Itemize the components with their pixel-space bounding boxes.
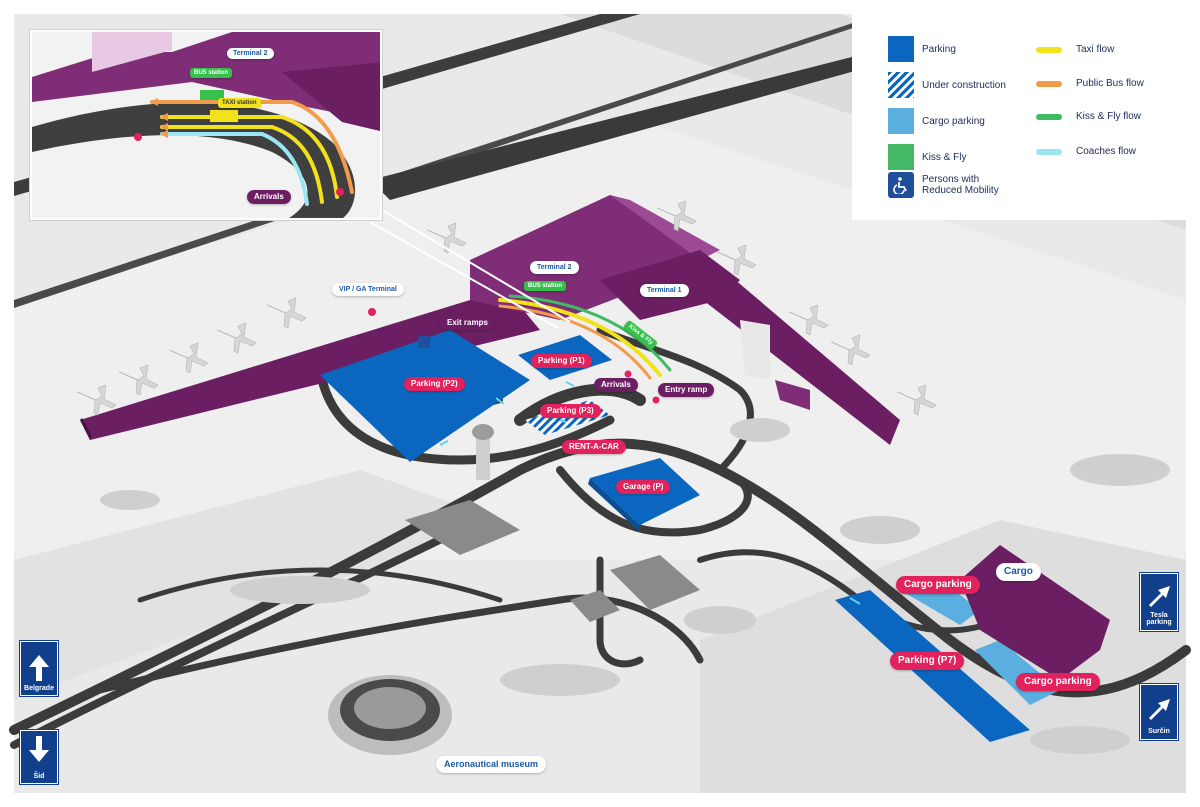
- legend-parking: Parking: [888, 36, 956, 62]
- sid-sign: Šid: [20, 730, 58, 784]
- grey-buildings: [405, 500, 700, 622]
- accessibility-icon: [888, 172, 914, 198]
- legend-taxi-flow: Taxi flow: [1036, 44, 1114, 55]
- legend-under-construction: Under construction: [888, 72, 1008, 98]
- legend-prm: Persons with Reduced Mobility: [888, 172, 1018, 198]
- terminal-1-label: Terminal 1: [640, 284, 689, 297]
- kiss-fly-flow-swatch: [1036, 113, 1062, 120]
- legend-kiss-fly-flow-label: Kiss & Fly flow: [1076, 111, 1142, 122]
- tree-clusters: [100, 418, 1170, 754]
- legend-under-construction-label: Under construction: [922, 79, 1006, 91]
- pier-west: [80, 300, 540, 440]
- inset-leader-2: [381, 209, 571, 323]
- loop-road: [137, 567, 503, 603]
- prm-map-icon: [418, 336, 430, 348]
- belgrade-sign-label: Belgrade: [24, 685, 54, 692]
- parking-swatch: [888, 36, 914, 62]
- exit-ramps-label: Exit ramps: [440, 316, 495, 330]
- curbside-inset: Terminal 2 BUS station TAXI station Arri…: [30, 30, 382, 220]
- parking-p7-label: Parking (P7): [890, 652, 965, 670]
- vip-ga-terminal-label: VIP / GA Terminal: [332, 283, 404, 296]
- inset-map: [32, 32, 380, 218]
- arrow-up-right-icon: [1149, 585, 1170, 607]
- bus-station-label: BUS station: [524, 281, 567, 291]
- under-construction-swatch: [888, 72, 914, 98]
- tesla-parking-sign-label: Tesla parking: [1146, 611, 1172, 627]
- garage-loop: [556, 466, 752, 537]
- inset-leader-1: [369, 221, 559, 329]
- p2-ring: [315, 365, 615, 465]
- inset-terminal-2-label: Terminal 2: [227, 48, 274, 59]
- apron-zone: [14, 120, 1186, 560]
- legend-coaches-flow-label: Coaches flow: [1076, 146, 1137, 157]
- control-tower: [476, 430, 490, 480]
- kiss-fly-swatch: [888, 144, 914, 170]
- terminal-2-label: Terminal 2: [530, 261, 579, 274]
- legend-kiss-fly-label: Kiss & Fly: [922, 151, 967, 163]
- service-road: [596, 556, 644, 668]
- legend-public-bus-flow-label: Public Bus flow: [1076, 78, 1144, 89]
- arrival-curve: [514, 383, 646, 426]
- aeronautical-museum-label: Aeronautical museum: [436, 756, 547, 773]
- legend-parking-label: Parking: [922, 43, 956, 55]
- bus-flow-line: [498, 304, 652, 380]
- tesla-parking-sign: Tesla parking: [1140, 573, 1178, 631]
- legend-prm-label: Persons with Reduced Mobility: [922, 174, 999, 196]
- south-road: [96, 594, 704, 694]
- taxi-flow-swatch: [1036, 46, 1062, 53]
- inset-bus-station-label: BUS station: [190, 68, 233, 78]
- direction-arrows: [439, 381, 861, 605]
- parking-p1-label: Parking (P1): [531, 354, 592, 368]
- arrivals-label: Arrivals: [594, 378, 638, 392]
- entry-ramp-label: Entry ramp: [658, 383, 715, 397]
- entry-road: [596, 326, 754, 474]
- coaches-flow-swatch: [1036, 148, 1062, 155]
- arrow-down-icon: [29, 736, 49, 762]
- legend-panel: Parking Under construction Cargo parking…: [852, 14, 1186, 220]
- legend-public-bus-flow: Public Bus flow: [1036, 78, 1144, 89]
- bus-flow-swatch: [1036, 80, 1062, 87]
- cargo-parking-label-1: Cargo parking: [896, 576, 980, 594]
- taxi-flow-line: [498, 298, 662, 377]
- belgrade-sign: Belgrade: [20, 641, 58, 696]
- legend-taxi-flow-label: Taxi flow: [1076, 44, 1115, 55]
- pier-east: [690, 250, 900, 445]
- inset-arrivals-label: Arrivals: [247, 190, 291, 204]
- control-building: [740, 320, 770, 380]
- cargo-label: Cargo: [996, 563, 1041, 581]
- arrow-up-icon: [29, 655, 49, 681]
- legend-cargo-parking: Cargo parking: [888, 108, 985, 134]
- rent-a-car-label: RENT-A-CAR: [562, 440, 626, 454]
- cargo-parking-swatch: [888, 108, 914, 134]
- parking-p2-label: Parking (P2): [404, 377, 465, 391]
- highway-west: [10, 516, 484, 749]
- aircraft-icons: [76, 200, 937, 416]
- legend-kiss-fly: Kiss & Fly: [888, 144, 966, 170]
- aeronautical-museum-building: [328, 675, 452, 755]
- legend-kiss-fly-flow: Kiss & Fly flow: [1036, 111, 1141, 122]
- cargo-parking-label-2: Cargo parking: [1016, 673, 1100, 691]
- parking-p3-label: Parking (P3): [540, 404, 601, 418]
- surcin-sign: Surčin: [1140, 684, 1178, 740]
- terminal-annex: [775, 380, 810, 410]
- surcin-sign-label: Surčin: [1148, 728, 1170, 735]
- garage-label: Garage (P): [616, 480, 671, 494]
- inset-taxi-station-label: TAXI station: [218, 98, 261, 108]
- arrow-up-right-icon: [1149, 699, 1170, 720]
- legend-coaches-flow: Coaches flow: [1036, 146, 1136, 157]
- parking-p2-lot: [320, 330, 530, 462]
- cargo-building: [960, 545, 1110, 680]
- sid-sign-label: Šid: [33, 773, 45, 780]
- legend-cargo-parking-label: Cargo parking: [922, 115, 985, 127]
